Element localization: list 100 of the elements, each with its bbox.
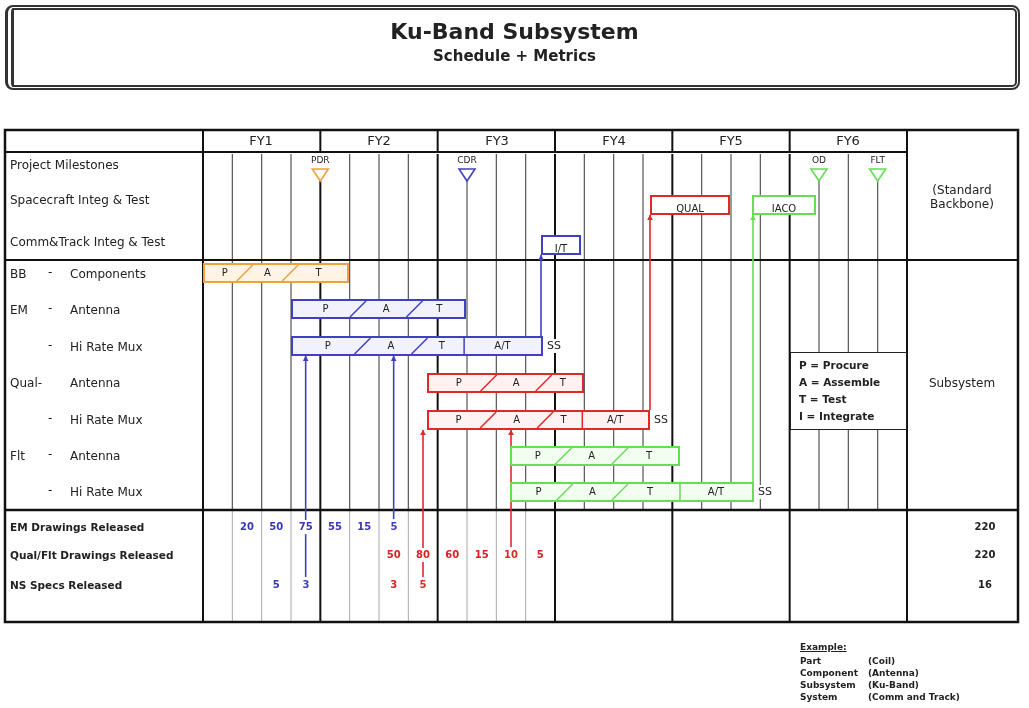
phase-label: A/T [707,486,725,497]
key-text: T = Test [799,392,847,407]
phase-label: A/T [606,414,624,425]
arrow [538,254,544,337]
total-value: 16 [978,578,992,592]
example-text: (Coil) [868,655,896,667]
arrow [420,429,426,578]
row-label: Qual- [10,376,43,390]
phase-label: A [387,340,395,351]
row-label: - [48,301,53,315]
phase-label: T [438,340,445,351]
fy-header: FY3 [485,134,509,148]
phase-label: A/T [494,340,511,351]
row-label: - [48,338,53,352]
phase-label: P [455,377,462,388]
schedule-bar [427,373,584,393]
task-box [752,195,816,215]
phase-label: T [436,303,443,314]
schedule-bar [291,336,543,356]
row-label: BB [10,267,27,281]
total-value: 220 [974,548,996,562]
example-text: System [800,691,838,703]
row-label: Flt [10,449,25,463]
phase-label: P [455,414,462,425]
key-text: A = Assemble [799,375,881,390]
fy-header: FY6 [836,134,860,148]
row-label: Hi Rate Mux [70,340,143,354]
row-label: EM [10,303,28,317]
phase-label: T [560,414,567,425]
key-text: P = Procure [799,358,869,373]
row-group-label: Subsystem [928,376,996,390]
milestone-label: OD [812,154,826,167]
fy-header: FY2 [367,134,391,148]
phase-label: P [221,267,228,278]
arrow [647,214,653,411]
example-text: (Comm and Track) [868,691,960,703]
example-heading: Example: [800,641,847,653]
phase-label: P [535,486,542,497]
fy-header: FY5 [719,134,743,148]
subtitle: Schedule + Metrics [433,46,596,66]
task-label: IACO [771,203,797,214]
phase-label: P [324,340,331,351]
row-label: - [48,447,53,461]
task-box [541,235,581,255]
example-text: Component [800,667,858,679]
key-text: I = Integrate [799,409,875,424]
task-label: I/T [554,243,568,254]
task-box [650,195,730,215]
phase-label: A [588,450,596,461]
phase-label: A [512,377,520,388]
metric-label: NS Specs Released [10,578,123,592]
bar-end-label: SS [547,339,561,353]
arrow [750,214,756,483]
phase-label: P [322,303,329,314]
row-label: Components [70,267,146,281]
example-text: (Antenna) [868,667,919,679]
metric-label: Qual/Flt Drawings Released [10,548,174,562]
schedule-bar [291,299,466,319]
metric-label: EM Drawings Released [10,520,145,534]
milestone-label: PDR [311,154,330,167]
row-group-label: (Standard Backbone) [929,183,995,211]
example-text: Subsystem [800,679,856,691]
row-label: Hi Rate Mux [70,485,143,499]
phase-label: A [513,414,520,425]
row-label: Antenna [70,376,121,390]
schedule-bar [510,482,754,502]
key-box [790,352,907,430]
row-label: Antenna [70,303,121,317]
title-banner [5,5,1020,90]
title: Ku-Band Subsystem [390,18,639,46]
arrow [390,355,397,520]
phase-label: P [534,450,541,461]
example-text: (Ku-Band) [868,679,919,691]
bar-end-label: SS [758,485,772,499]
fy-header: FY1 [249,134,273,148]
row-label: Comm&Track Integ & Test [10,235,166,249]
row-label: - [48,265,53,279]
phase-label: A [382,303,390,314]
phase-label: T [645,450,652,461]
row-label: - [48,411,53,425]
phase-label: A [264,267,271,278]
phase-label: T [559,377,566,388]
arrow [302,355,309,578]
metric-value: 80 [415,548,431,562]
row-label: Project Milestones [10,158,119,172]
task-label: QUAL [676,203,704,214]
phase-label: A [588,486,596,497]
fy-header: FY4 [602,134,626,148]
metric-value: 75 [297,520,314,534]
row-label: - [48,483,53,497]
total-value: 220 [974,520,996,534]
schedule-bar [427,410,650,430]
row-label: Spacecraft Integ & Test [10,193,150,207]
row-label: Hi Rate Mux [70,413,143,427]
milestone-label: CDR [457,154,477,167]
example-text: Part [800,655,822,667]
phase-label: T [315,267,322,278]
schedule-bar [203,263,349,283]
milestone-label: FLT [870,154,885,167]
schedule-bar [510,446,680,466]
